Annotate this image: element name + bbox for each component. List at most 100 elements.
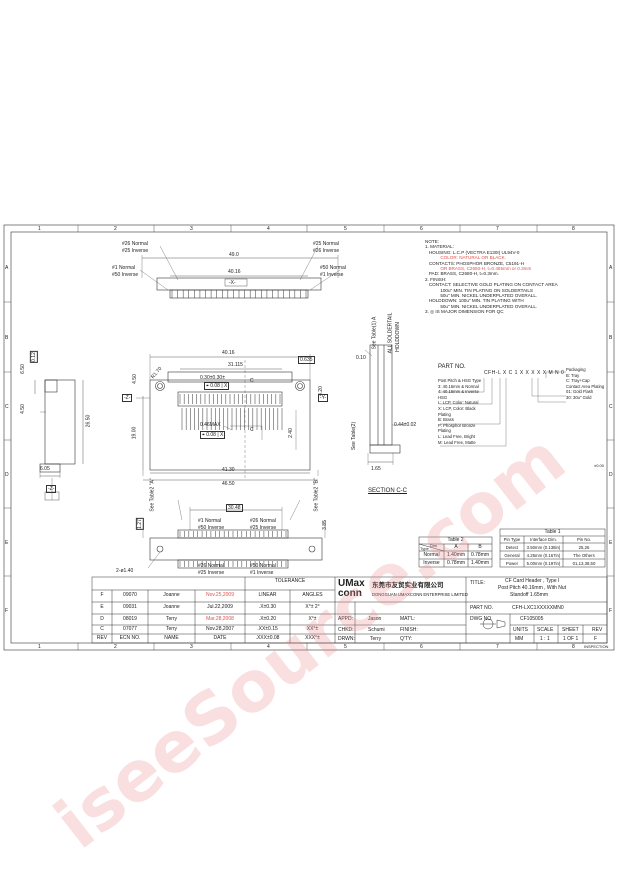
col-label-8-bottom: 8 [572,644,575,650]
tolerance-cell: .XX±0.15 [257,626,278,632]
top-pin-label: #50 Inverse [112,272,139,278]
note-line: CONTACT: SELECTIVE GOLD PLATING ON CONTA… [425,282,558,288]
title-line: CF Card Header , Type I [505,578,560,584]
notes-block: NOTE:1. MATERIAL: HOUSING: L.C.P (VECTRA… [425,239,558,315]
top-view-pins [171,290,307,298]
table1-header: Pin No. [576,537,592,542]
col-label-7-bottom: 7 [496,644,499,650]
dim-0-44: 0.44±0.02 [394,422,417,428]
table2-cell: 1.40mm [446,552,466,558]
row-label-c: C [5,404,9,410]
row-label-f-right: F [609,608,613,614]
table2-corner-dim: Dim [430,543,438,548]
company-name-cn: 东莞市友贸实业有限公司 [372,581,444,589]
matl-label: MAT'L: [400,616,416,622]
dim-46-50: 46.50 [222,481,235,487]
note-line: 2. FINISH: [425,276,447,282]
chkd-label: CHKD: [338,627,354,633]
title-line: Standoff 1.65mm [510,592,548,598]
tolerance-header: ANGLES [302,592,323,598]
table2-cell: 0.78mm [446,560,466,566]
section-mark-top: C [250,378,254,384]
holes: 2-ø1.40 [116,568,134,574]
rev-cell: C [100,626,104,632]
company-logo-bottom: conn [338,588,362,599]
rev-cell: Jul.22,2009 [207,604,233,610]
inspection-label: INSPECTION [584,644,609,649]
part-no-option: B: Brass [438,417,454,423]
rev-label: REV [592,627,603,633]
rev-cell: Joanne [163,592,180,598]
part-no-option: Packaging [566,367,586,372]
table2-corner-type: Type [420,546,429,551]
row-label-a-right: A [609,265,613,271]
table1-cell: 4.25mm (0.167in) [526,553,561,558]
table1-cell: The Others [573,553,595,558]
note-line: OR BRASS, C2680-H, t=0.465mm or 0.3mm [425,266,532,272]
units-value: MM [515,636,524,642]
part-no-option: C: Tray+Cap [566,378,590,384]
sheet-label: SHEET [562,627,579,633]
col-label-4: 4 [267,226,270,232]
title-label: TITLE: [470,580,486,586]
bottom-pin-label: #25 Inverse [250,525,277,531]
rev-value: F [594,636,598,642]
rev-header: ECN NO. [119,635,141,641]
part-no-option: B: Tray [566,372,580,378]
ref-holddown: HOLDDOWN [394,322,401,352]
rev-cell: F [100,592,104,598]
top-pin-label: #1 Inverse [320,272,344,278]
top-pin-label: #50 Normal [320,265,346,271]
datum-y: -Y- [318,394,329,402]
tol-value: 0.08 [206,432,216,438]
table1-cell: 5.00mm (0.197in) [526,561,561,566]
part-no-option: Post Pitch & HSG Type [438,378,482,383]
section-title: SECTION C-C [368,488,407,494]
part-no-code: CFH-L X C 1 X X X X X M N 0 [484,370,565,376]
dim-41-30: 41.30 [222,467,235,473]
left-side-view [34,379,84,501]
row-label-e-right: E [609,540,613,546]
part-no-option: 3: 40.16mm & Normal [438,383,479,389]
plan-view-pins [179,394,283,430]
bottom-pin-label: #50 Normal [250,563,276,569]
top-pin-label: #25 Inverse [122,248,149,254]
dim-overall: 49.0 [229,252,239,258]
row-label-b: B [5,335,9,341]
drwn-value: Terry [370,636,382,642]
dim-1-65: 1.65 [371,466,381,472]
rev-cell: Nov.25,2009 [206,592,234,598]
table1-cell: General [504,553,520,558]
rev-cell: Mar.28,2008 [206,616,234,622]
note-line: NOTE: [425,239,440,244]
rev-cell: 09031 [123,604,137,610]
section-cc [364,344,405,465]
row-label-e: E [5,540,9,546]
ref-soldertail: ALL SOLDERTAIL [387,312,394,354]
top-pin-label: #25 Normal [313,241,339,247]
col-label-4-bottom: 4 [267,644,270,650]
dim-0-10: 0.10 [356,355,366,361]
note-line: 100u" MIN. TIN PLATING ON SOLDERTAILS [425,287,533,293]
dwg-label: DWG NO. [470,616,493,622]
table2-cell: 1.40mm [470,560,490,566]
plan-view [136,354,319,481]
part-no-option: Contact Area Plating [566,383,605,389]
row-label-b-right: B [609,335,613,341]
rev-cell: Joanne [163,604,180,610]
tolerance-cell: XXX°± [305,635,320,641]
table1-header: Pin Type [503,537,521,542]
part-no-option: 30: 30u" Gold [566,394,592,400]
tolerance-title: TOLERANCE [274,578,306,584]
tolerance-cell: .XXX±0.08 [255,635,280,641]
table1-cell: 3.50mm (0.138in) [526,545,561,550]
datum-z-side: -Z- [46,485,57,493]
dim-3-85: 3.85 [321,520,328,530]
rev-cell: 09070 [123,592,137,598]
row-label-d-right: D [609,472,613,478]
units-label: UNITS [513,627,528,633]
section-mark-bottom: C [250,427,254,433]
dim-30-48: 30.48 [226,504,243,512]
